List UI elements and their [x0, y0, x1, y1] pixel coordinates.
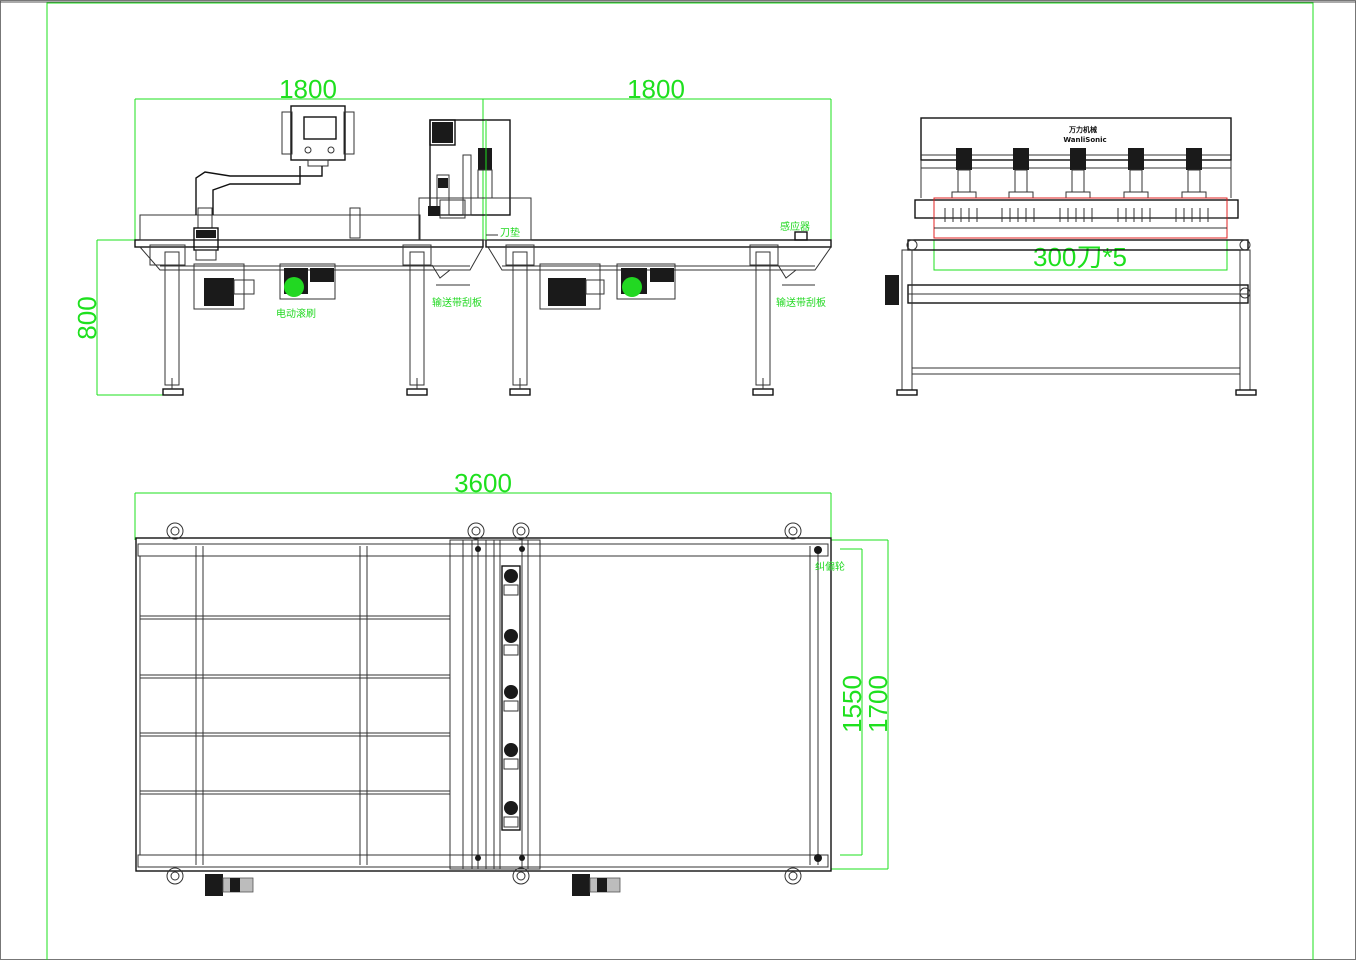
ultrasonic-head-3 [1065, 148, 1091, 199]
front-view: 万力机械 WanliSonic [885, 117, 1257, 396]
label-conveyor-scraper-left: 输送带刮板 [432, 296, 482, 309]
dim-outer-width: 1700 [863, 675, 893, 733]
gear-motor-1 [193, 263, 255, 310]
cutting-unit-side: 刀垫 [418, 119, 532, 241]
label-blade-pad: 刀垫 [500, 226, 520, 239]
dim-inner-width: 1550 [837, 675, 867, 733]
control-panel [193, 105, 355, 261]
gear-motor-2 [539, 263, 605, 310]
dim-left-length: 1800 [279, 74, 337, 104]
blade-teeth [944, 208, 1209, 222]
side-view: 1800 1800 800 [72, 74, 832, 396]
label-sensor: 感应器 [780, 220, 810, 233]
top-view: 3600 1550 1700 [134, 468, 893, 896]
scraper-right [777, 264, 815, 286]
electric-brush-motor-1 [279, 263, 336, 300]
label-guide-wheel: 纠偏轮 [815, 560, 845, 573]
brand-name-cn: 万力机械 [1068, 125, 1097, 134]
dim-total-length: 3600 [454, 468, 512, 498]
dim-right-length: 1800 [627, 74, 685, 104]
dim-blades: 300刀*5 [1033, 242, 1127, 272]
scraper-left [431, 264, 470, 286]
caster-wheels [166, 522, 802, 885]
conveyor-frame-side [134, 207, 832, 396]
brand-name-en: WanliSonic [1063, 136, 1106, 144]
drive-motor-right [572, 874, 621, 896]
ultrasonic-head-5 [1181, 148, 1207, 199]
electric-brush-motor-2 [616, 263, 676, 300]
belt-slats [140, 615, 450, 795]
dim-height: 800 [72, 296, 102, 339]
title-border [46, 2, 1314, 960]
label-electric-brush: 电动滚刷 [276, 307, 316, 320]
cutter-bar-top [449, 539, 541, 870]
label-conveyor-scraper-right: 输送带刮板 [776, 296, 826, 309]
side-view-dimensions: 1800 1800 800 [72, 74, 832, 396]
drive-motor-left [205, 874, 254, 896]
